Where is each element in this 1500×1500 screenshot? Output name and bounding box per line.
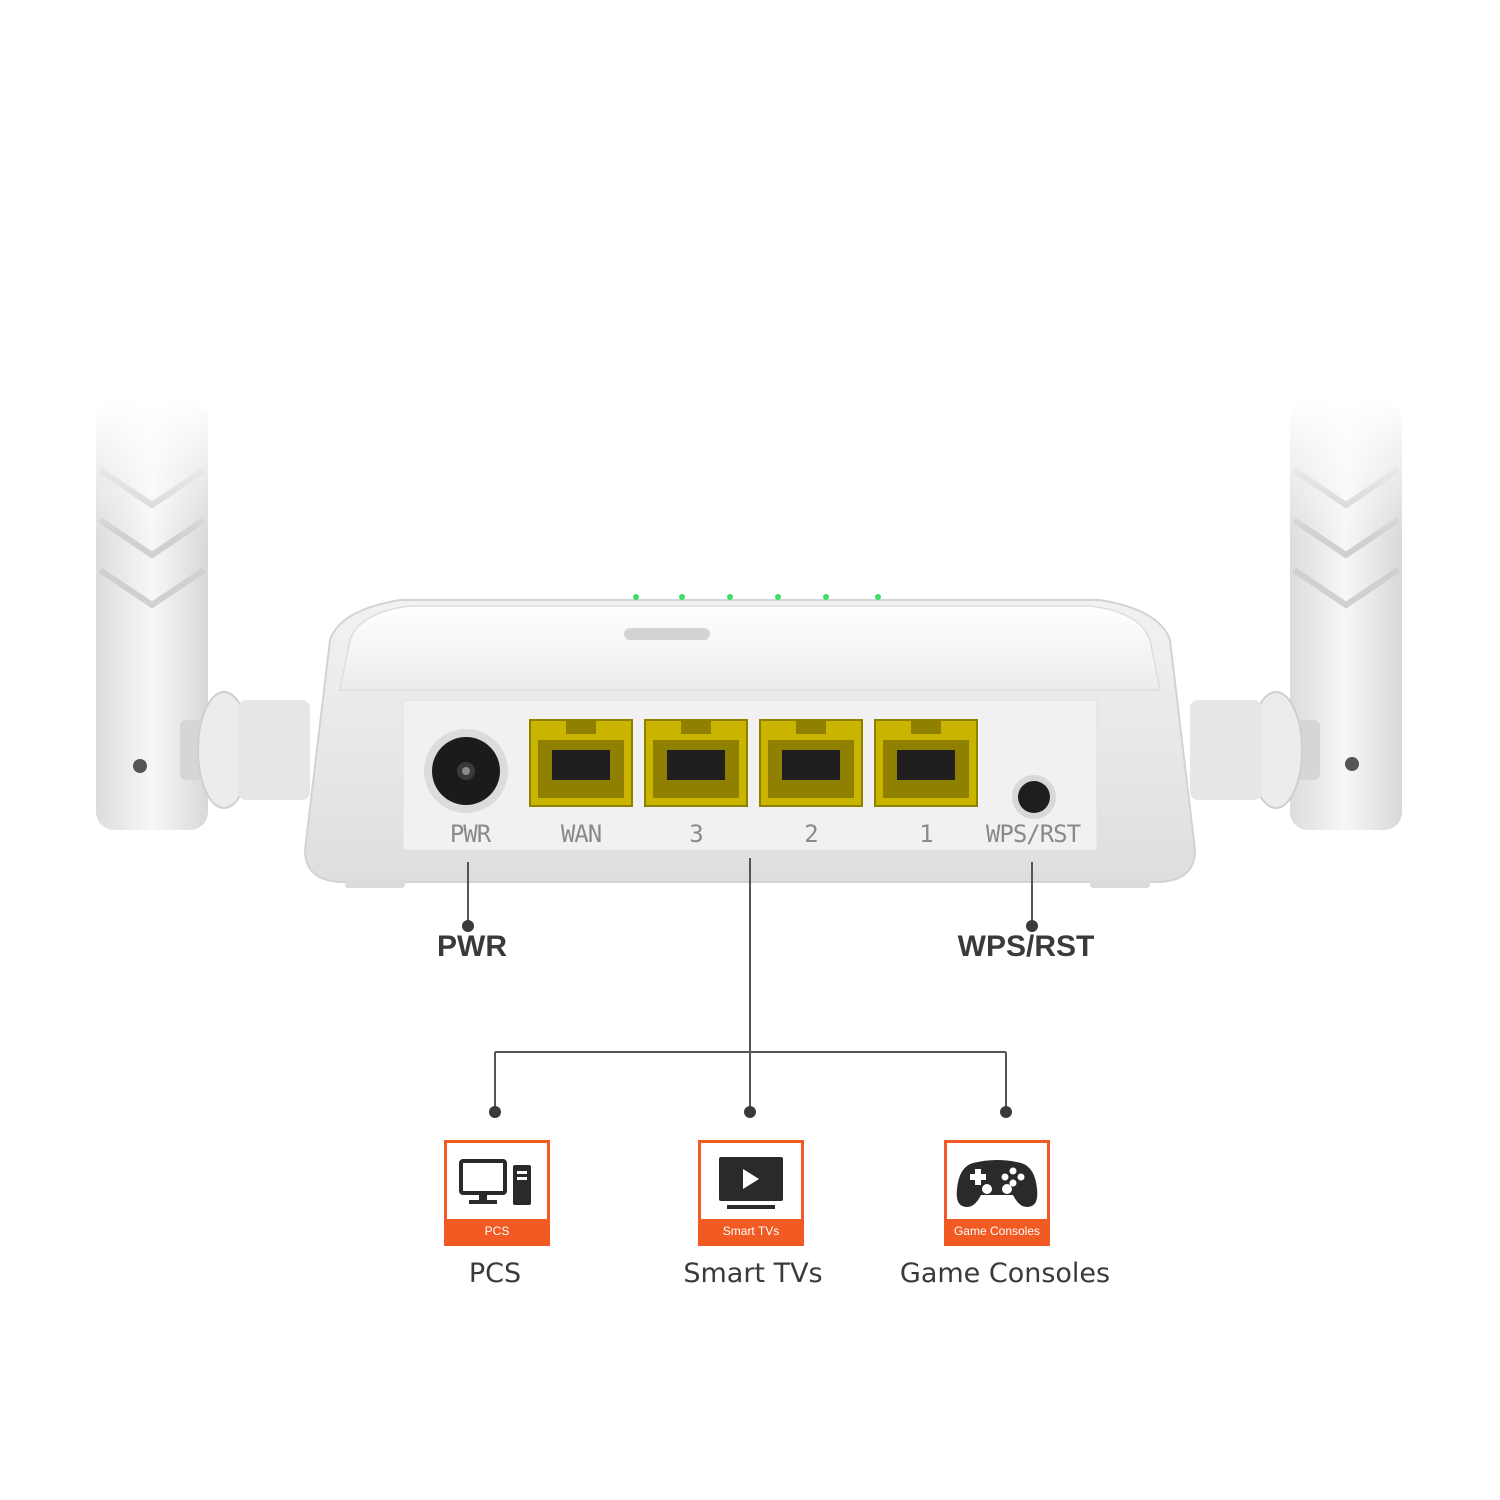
router-body [303, 594, 1197, 888]
callout-wps-rst: WPS/RST [957, 930, 1095, 963]
tv-play-icon [719, 1157, 783, 1209]
device-card-smart-tvs: Smart TVs [698, 1140, 804, 1246]
antenna-screw-icon [1345, 757, 1359, 771]
power-jack[interactable] [424, 729, 508, 813]
device-card-game-consoles: Game Consoles [944, 1140, 1050, 1246]
device-caption-game-consoles: Game Consoles [899, 1258, 1111, 1289]
port-label-wps: WPS/RST [985, 820, 1081, 848]
right-antenna [1190, 400, 1402, 830]
port-label-wan: WAN [560, 820, 602, 848]
callout-pwr: PWR [437, 930, 507, 963]
wps-reset-button[interactable] [1012, 775, 1056, 819]
device-tag-smart-tvs: Smart TVs [701, 1219, 801, 1243]
port-label-lan3: 3 [689, 820, 703, 848]
ethernet-port-2[interactable] [759, 719, 863, 807]
port-label-pwr: PWR [449, 820, 491, 848]
antenna-screw-icon [133, 759, 147, 773]
left-antenna [96, 400, 310, 830]
device-caption-pcs: PCS [468, 1258, 522, 1289]
device-card-pcs: PCS [444, 1140, 550, 1246]
desktop-pc-icon [459, 1159, 531, 1205]
ethernet-port-wan[interactable] [529, 719, 633, 807]
device-tag-game-consoles: Game Consoles [947, 1219, 1047, 1243]
status-leds [633, 594, 881, 600]
device-caption-smart-tvs: Smart TVs [683, 1258, 823, 1289]
port-label-lan1: 1 [919, 820, 933, 848]
ethernet-port-1[interactable] [874, 719, 978, 807]
gamepad-icon [956, 1160, 1038, 1207]
device-tag-pcs: PCS [447, 1219, 547, 1243]
callout-lines [467, 858, 1033, 1112]
port-label-lan2: 2 [804, 820, 818, 848]
callout-dots [462, 920, 1038, 1118]
ethernet-port-3[interactable] [644, 719, 748, 807]
brand-logo-icon [624, 628, 710, 640]
